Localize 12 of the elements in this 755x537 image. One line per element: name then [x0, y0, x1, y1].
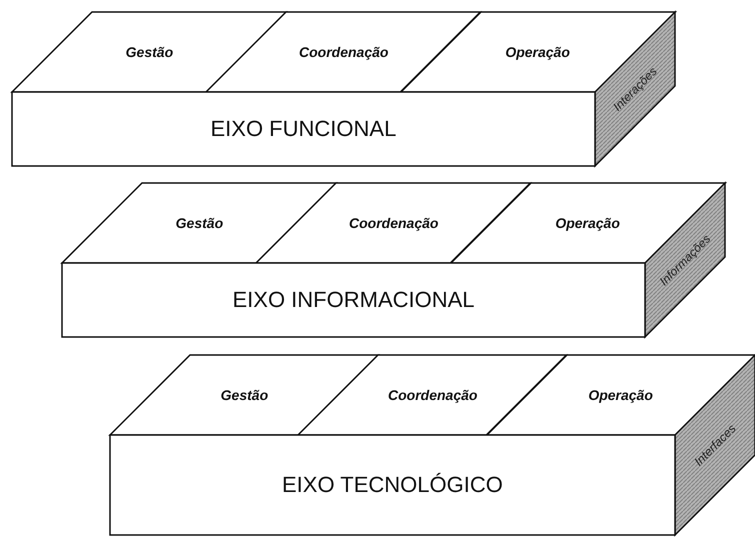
segment-label: Coordenação [388, 387, 478, 403]
axis-title: EIXO TECNOLÓGICO [282, 472, 503, 498]
segment-label: Operação [505, 44, 570, 60]
segment-label: Gestão [220, 387, 268, 403]
segment-label: Gestão [126, 44, 174, 60]
segment-label: Operação [588, 387, 653, 403]
axis-title: EIXO FUNCIONAL [210, 116, 396, 142]
segment-label: Gestão [176, 215, 224, 231]
segment-label: Operação [555, 215, 620, 231]
segment-label: Coordenação [298, 44, 388, 60]
axis-title: EIXO INFORMACIONAL [232, 287, 475, 313]
segment-label: Coordenação [348, 215, 438, 231]
